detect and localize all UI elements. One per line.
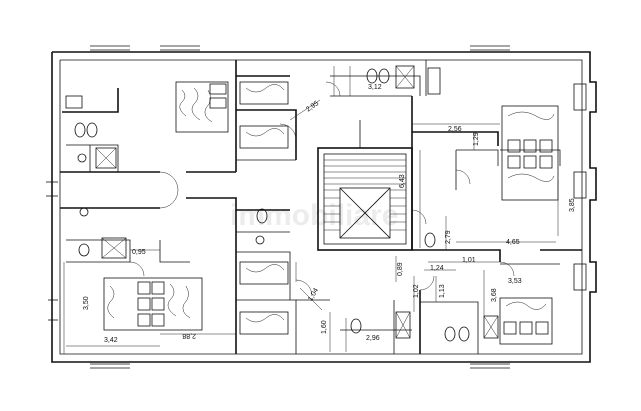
dim-label: 1,02 <box>413 284 420 298</box>
interior-walls <box>60 60 582 354</box>
dim-label: 2,96 <box>366 335 380 342</box>
dimension-lines <box>63 66 559 354</box>
dim-label: 1,24 <box>430 265 444 272</box>
dim-label: 1,01 <box>462 257 476 264</box>
bed-icon <box>239 261 289 335</box>
dim-label: 0,95 <box>132 249 146 256</box>
toilet-icon <box>74 68 470 342</box>
dim-label: 2,56 <box>448 126 462 133</box>
shower-icon <box>95 65 499 339</box>
watermark-logo: immobiliare <box>230 199 398 232</box>
dim-label: 2,88 <box>182 332 196 339</box>
dim-label: 6,43 <box>399 174 406 188</box>
dim-label: 0,89 <box>397 262 404 276</box>
bed-icon <box>501 105 559 201</box>
dim-label: 3,12 <box>368 84 382 91</box>
dim-label: 3,50 <box>83 296 90 310</box>
door-arcs <box>129 81 515 297</box>
bed-icon <box>239 81 289 149</box>
dim-label: 1,13 <box>439 284 446 298</box>
bed-icon <box>103 277 203 331</box>
dim-label: 2,79 <box>445 230 452 244</box>
dim-label: 3,42 <box>104 337 118 344</box>
dim-label: 3,53 <box>508 278 522 285</box>
staircase <box>323 153 407 245</box>
dim-label: 3,85 <box>569 198 576 212</box>
outer-walls <box>46 45 597 369</box>
dim-label: 1,29 <box>473 132 480 146</box>
bed-icon <box>175 81 229 133</box>
dim-label: 1,60 <box>321 320 328 334</box>
dim-label: 4,65 <box>506 239 520 246</box>
washbasin-icon <box>65 67 441 245</box>
bed-icon <box>499 297 553 345</box>
dim-label: 3,68 <box>491 288 498 302</box>
